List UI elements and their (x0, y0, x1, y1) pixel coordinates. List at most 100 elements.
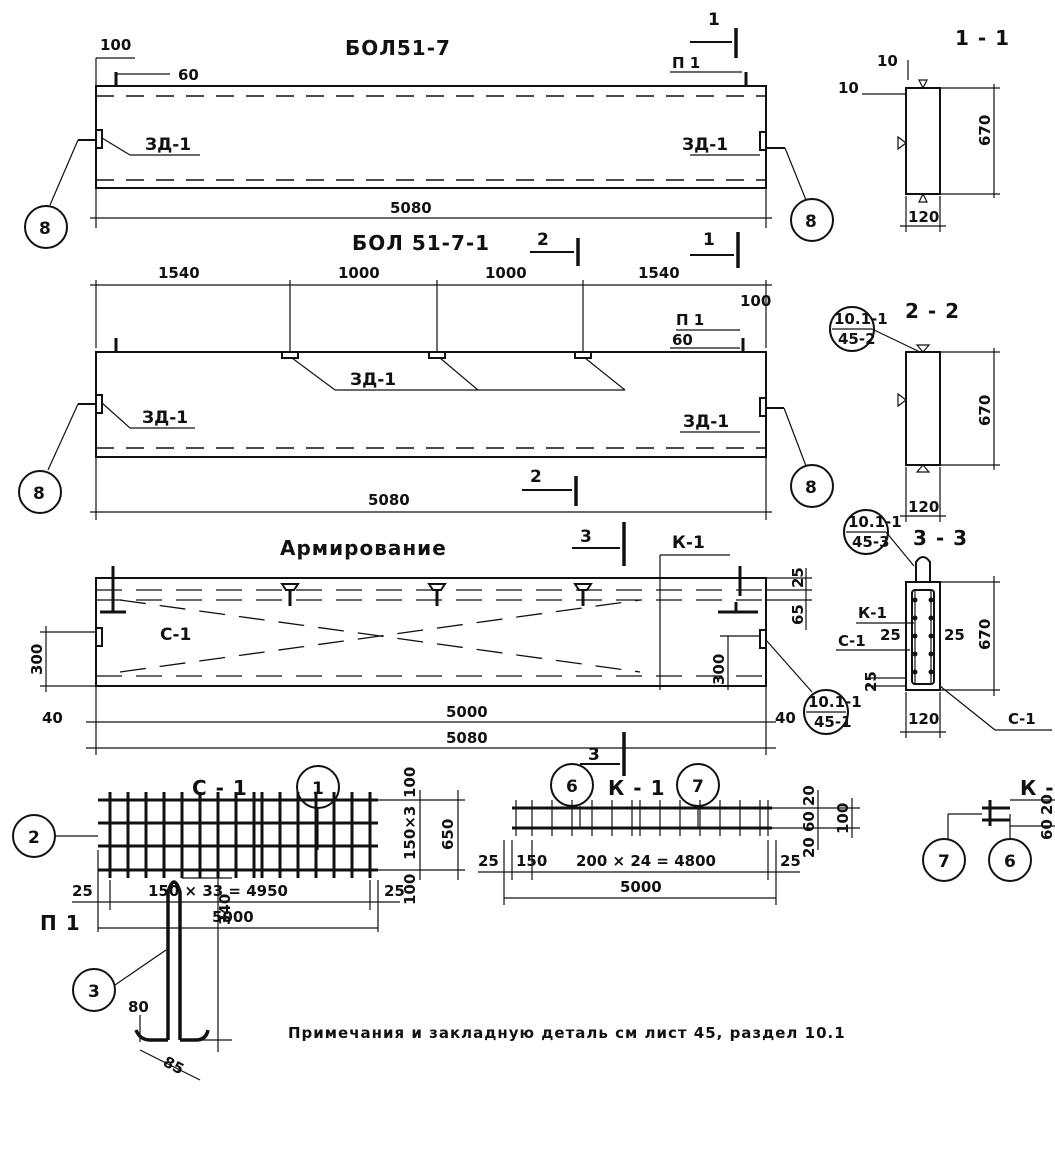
dim-25-h: 25 (780, 852, 801, 870)
dim-10-b: 10 (838, 79, 859, 97)
c1-label-b: С-1 (838, 632, 866, 650)
dim-5000-b: 5000 (212, 908, 254, 926)
beam-1-outline (95, 85, 767, 189)
frame-k1: К - 1 6 7 20 6 (478, 763, 860, 905)
footer-note: Примечания и закладную деталь см лист 45… (288, 1024, 846, 1042)
dim-20-a: 20 (800, 785, 818, 806)
p1-label-b: П 1 (676, 311, 704, 329)
embed-right-a (759, 131, 767, 151)
dim-40-b: 40 (775, 709, 796, 727)
dim-60-c: 60 (800, 811, 818, 832)
dim-150: 150 (516, 852, 547, 870)
reinforcement-title: Армирование (280, 536, 447, 560)
svg-text:8: 8 (805, 478, 817, 498)
dim-300-b: 300 (710, 654, 728, 685)
dim-60-a: 60 (178, 66, 199, 84)
section-1-1: 1 - 1 670 10 10 120 (838, 26, 1009, 232)
section-2-2-outline (905, 351, 941, 466)
callout-8-a1 (24, 205, 68, 249)
dim-10-a: 10 (877, 52, 898, 70)
p1-label-a: П 1 (672, 54, 700, 72)
svg-text:10.1-1: 10.1-1 (834, 310, 888, 328)
dim-5080-a: 5080 (390, 199, 432, 217)
dim-60-b: 60 (672, 331, 693, 349)
svg-text:7: 7 (938, 852, 950, 872)
reinforcement-elevation: Армирование 3 К-1 С-1 25 (28, 522, 862, 776)
sec-mark-1-a: 1 (708, 10, 720, 30)
beam-1-title: БОЛ51-7 (345, 36, 451, 60)
section-3-3-outline (905, 581, 941, 691)
k1-label-a: К-1 (672, 533, 705, 553)
svg-text:3: 3 (88, 982, 100, 1002)
svg-text:8: 8 (33, 484, 45, 504)
dim-25-c: 25 (944, 626, 965, 644)
section-2-2-title: 2 - 2 (905, 299, 960, 323)
dim-20-b: 20 (800, 837, 818, 858)
svg-text:45-1: 45-1 (814, 713, 852, 731)
beam-bol51-7-elevation: БОЛ51-7 100 60 П 1 1 ЗД-1 ЗД-1 5080 (24, 10, 834, 249)
svg-text:45-3: 45-3 (852, 533, 890, 551)
embed-label-a1: ЗД-1 (145, 135, 191, 155)
dim-120-b: 120 (908, 498, 939, 516)
dim-1000-b: 1000 (485, 264, 527, 282)
loop-p1: П 1 3 340 80 85 (40, 868, 234, 1081)
embed-label-b3: ЗД-1 (683, 412, 729, 432)
dim-670-b: 670 (976, 395, 994, 426)
section-2-2: 2 - 2 10.1-1 45-2 670 120 (829, 299, 1000, 522)
frame-k1-section-title: К - 1 (1020, 776, 1055, 800)
embed-label-b1: ЗД-1 (350, 370, 396, 390)
svg-text:1: 1 (312, 779, 324, 799)
dim-5080-c: 5080 (446, 729, 488, 747)
callout-7-b (922, 838, 966, 882)
beam-bol51-7-1-elevation: БОЛ 51-7-1 2 1 1540 1000 1000 1540 100 6… (18, 230, 834, 520)
svg-text:8: 8 (805, 212, 817, 232)
dim-1540-b: 1540 (638, 264, 680, 282)
loop-p1-title: П 1 (40, 911, 81, 935)
svg-text:3: 3 (588, 745, 600, 765)
dim-120-c: 120 (908, 710, 939, 728)
section-3-3: 10.1-1 45-3 3 - 3 К-1 25 25 С-1 25 670 (836, 509, 1052, 738)
svg-text:10.1-1: 10.1-1 (848, 513, 902, 531)
dim-120-a: 120 (908, 208, 939, 226)
mesh-transverse-bars (108, 792, 372, 878)
dim-300-a: 300 (28, 644, 46, 675)
mesh-c1: С - 1 1 2 (12, 765, 465, 932)
svg-text:3: 3 (580, 527, 592, 547)
svg-text:2: 2 (537, 230, 549, 250)
dim-25-a: 25 (789, 567, 807, 588)
frame-transverse-bars (515, 800, 769, 836)
beam-2-title: БОЛ 51-7-1 (352, 231, 490, 255)
dim-25-b: 25 (880, 626, 901, 644)
dim-60-d: 60 (1038, 819, 1055, 840)
beam-2-outline (95, 351, 767, 458)
section-3-3-title: 3 - 3 (913, 526, 968, 550)
c1-label-c: С-1 (1008, 710, 1036, 728)
dim-670-c: 670 (976, 619, 994, 650)
dim-25-g: 25 (478, 852, 499, 870)
dim-5000-c: 5000 (620, 878, 662, 896)
svg-text:8: 8 (39, 219, 51, 239)
dim-20-c: 20 (1038, 794, 1055, 815)
dim-25-d: 25 (862, 671, 880, 692)
svg-text:1: 1 (703, 230, 715, 250)
svg-text:2: 2 (530, 467, 542, 487)
svg-text:45-2: 45-2 (838, 330, 876, 348)
dim-40-a: 40 (42, 709, 63, 727)
frame-k1-title: К - 1 (608, 776, 666, 800)
dim-85: 85 (160, 1053, 187, 1079)
dim-5080-b: 5080 (368, 491, 410, 509)
embed-label-a2: ЗД-1 (682, 135, 728, 155)
callout-6-b (988, 838, 1032, 882)
section-1-1-outline (905, 87, 941, 195)
k1-label-b: К-1 (858, 604, 887, 622)
svg-text:6: 6 (1004, 852, 1016, 872)
dim-5000-a: 5000 (446, 703, 488, 721)
callout-3 (72, 968, 116, 1012)
svg-text:6: 6 (566, 777, 578, 797)
dim-340: 340 (216, 894, 234, 925)
embed-left-a (95, 129, 103, 149)
dim-25-f: 25 (384, 882, 405, 900)
callout-8-b1 (18, 470, 62, 514)
embed-label-b2: ЗД-1 (142, 408, 188, 428)
svg-text:2: 2 (28, 828, 40, 848)
